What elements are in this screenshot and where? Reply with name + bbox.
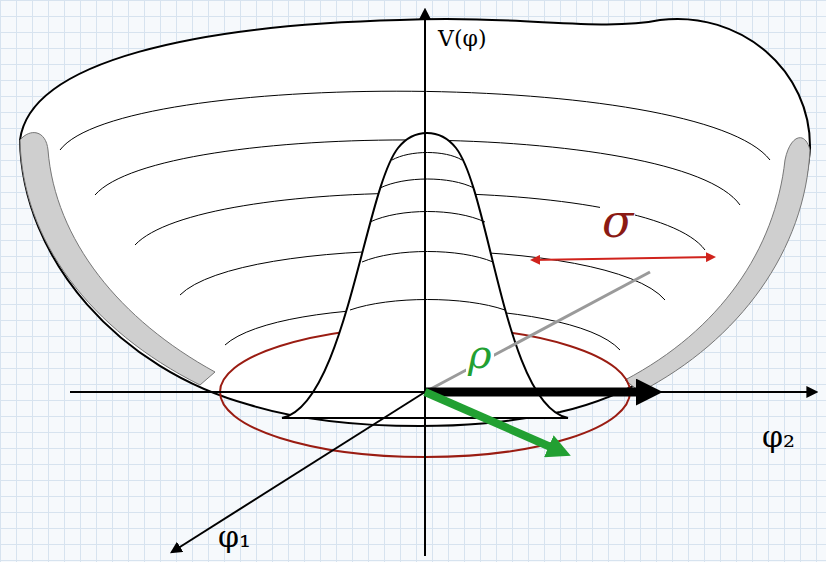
axis-label: φ₂ [760,422,797,452]
phi1-axis [172,392,425,552]
axis-label: V(φ) [436,28,488,50]
rho-arrow [425,392,562,452]
bowl-outline [20,19,810,426]
phi2-axis [70,391,816,393]
sigma-arrow [532,257,714,260]
rho-label: ρ [466,334,494,374]
axis-label: φ₁ [216,522,253,552]
sigma-label: σ [600,198,635,244]
phi1-axis-back [425,272,650,392]
bowl-shading [20,133,215,385]
vev-arrow [425,388,652,397]
bowl-shading [625,138,810,392]
hump-contours [350,153,505,311]
v-axis [424,10,426,556]
